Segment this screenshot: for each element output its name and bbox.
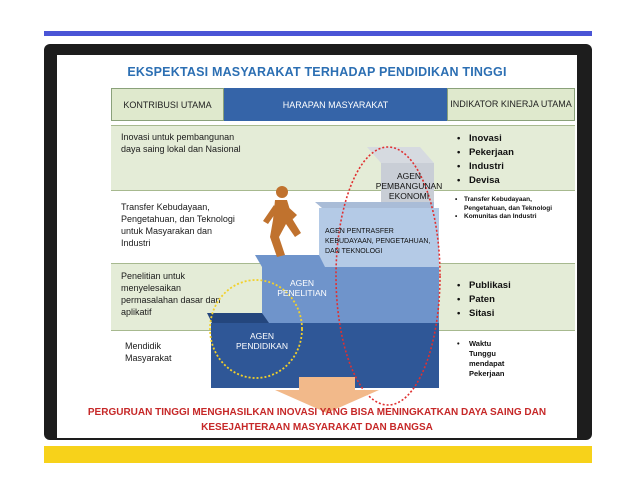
step-economic-top [367, 147, 434, 163]
slide-title: EKSPEKTASI MASYARAKAT TERHADAP PENDIDIKA… [127, 65, 507, 79]
contribution-education: Mendidik Masyarakat [125, 341, 172, 363]
contribution-transfer: Transfer Kebudayaan, Pengetahuan, dan Te… [121, 202, 235, 248]
indicator-item: Publikasi [455, 279, 575, 293]
step-label-transfer: AGEN PENTRASFER KEBUDAYAAN, PENGETAHUAN,… [325, 228, 431, 255]
indicators-row3: Publikasi Paten Sitasi [455, 279, 575, 321]
step-transfer-top [315, 202, 434, 208]
indicator-item: Waktu Tunggu mendapat Pekerjaan [455, 339, 515, 379]
indicator-item: Komunitas dan Industri [455, 213, 575, 222]
step-label-education: AGEN PENDIDIKAN [236, 331, 288, 351]
down-arrow-icon [275, 377, 379, 413]
header-contribution: KONTRIBUSI UTAMA [111, 88, 224, 121]
indicators-row2: Transfer Kebudayaan, Pengetahuan, dan Te… [455, 196, 575, 222]
slide: EKSPEKTASI MASYARAKAT TERHADAP PENDIDIKA… [57, 55, 577, 438]
header-indicator: INDIKATOR KINERJA UTAMA [447, 88, 575, 121]
contribution-research: Penelitian untuk menyelesaikan permasala… [121, 271, 221, 317]
footer-statement: PERGURUAN TINGGI MENGHASILKAN INOVASI YA… [87, 407, 547, 433]
step-economic-top-face [381, 163, 434, 203]
indicators-row4: Waktu Tunggu mendapat Pekerjaan [455, 339, 515, 379]
indicator-item: Sitasi [455, 307, 575, 321]
ellipse-red-highlight [335, 146, 441, 406]
indicator-item: Pekerjaan [455, 146, 575, 160]
indicators-row1: Inovasi Pekerjaan Industri Devisa [455, 132, 575, 188]
ellipse-yellow-highlight [209, 279, 303, 379]
indicator-item: Industri [455, 160, 575, 174]
contribution-innovation: Inovasi untuk pembangunan daya saing lok… [121, 132, 241, 154]
step-label-economic: AGEN PEMBANGUNAN EKONOMI [375, 171, 443, 201]
bottom-accent-bar [44, 446, 592, 463]
step-research-top [255, 255, 325, 267]
indicator-item: Paten [455, 293, 575, 307]
top-accent-bar [44, 31, 592, 36]
staircase-diagram [207, 146, 441, 413]
walking-person-icon [263, 186, 301, 257]
indicator-item: Transfer Kebudayaan, Pengetahuan, dan Te… [455, 196, 575, 213]
indicator-item: Inovasi [455, 132, 575, 146]
step-education-top [207, 313, 269, 323]
header-expectation: HARAPAN MASYARAKAT [224, 88, 447, 121]
step-label-research: AGEN PENELITIAN [277, 278, 327, 298]
indicator-item: Devisa [455, 174, 575, 188]
